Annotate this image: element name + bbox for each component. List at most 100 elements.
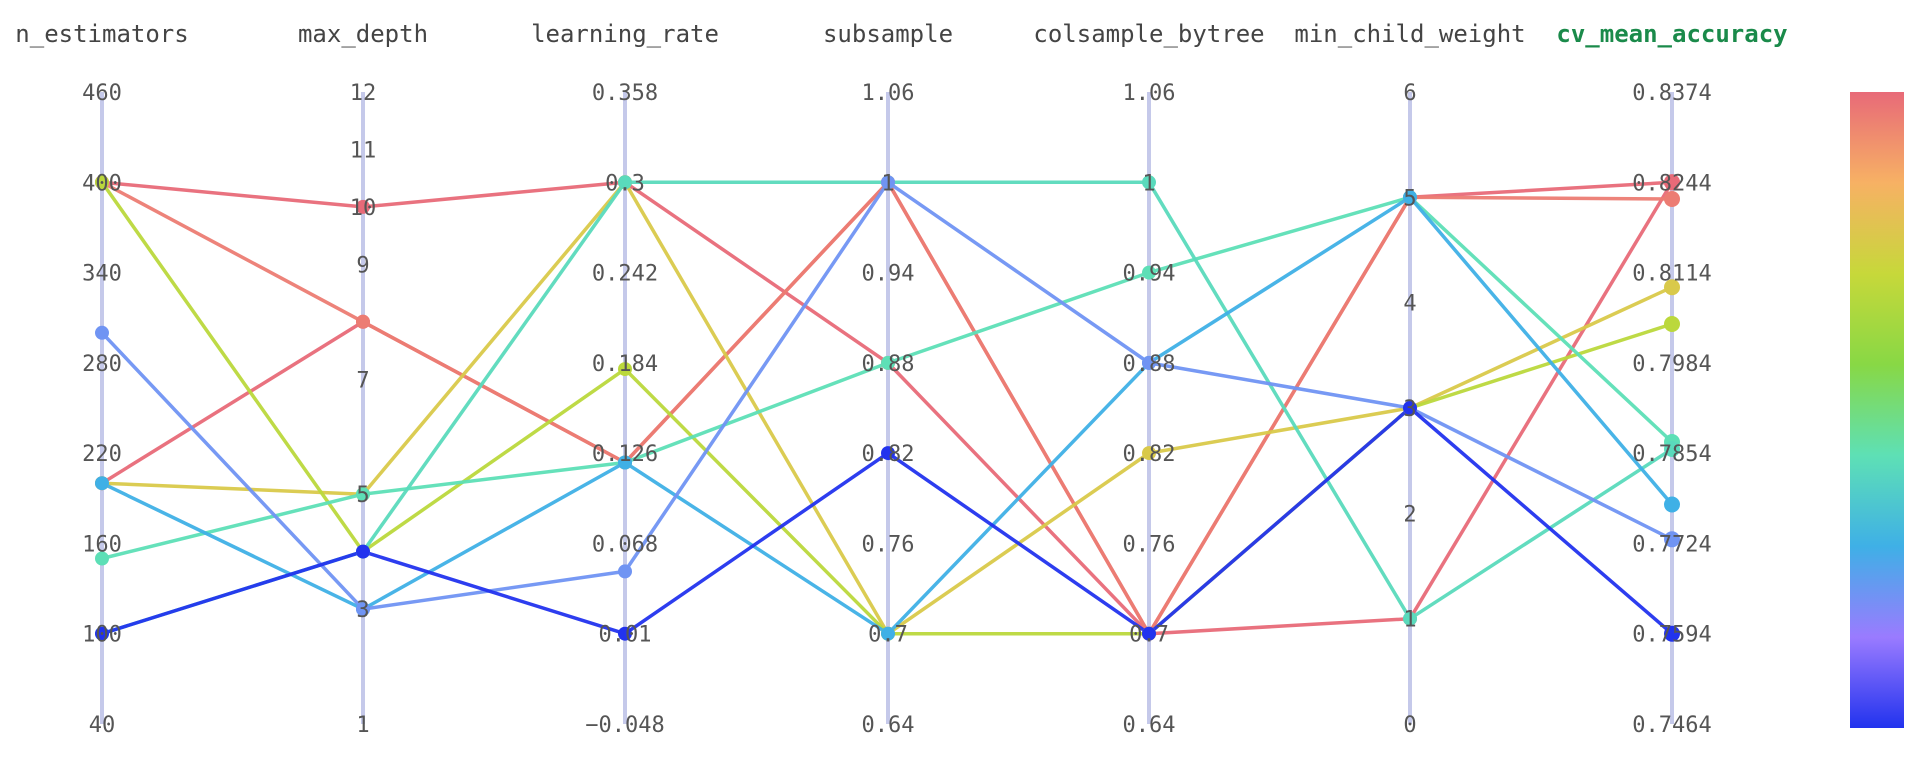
tick-label-n_estimators-7: 40: [89, 713, 116, 738]
tick-label-max_depth-5: 5: [356, 483, 369, 508]
tick-label-learning_rate-3: 0.184: [592, 352, 658, 377]
data-point-10-colsample_bytree: [1142, 626, 1156, 641]
tick-label-min_child_weight-5: 1: [1403, 608, 1416, 633]
data-point-5-cv_mean_accuracy: [1664, 316, 1680, 332]
tick-label-cv_mean_accuracy-2: 0.8114: [1632, 262, 1711, 287]
tick-label-max_depth-2: 10: [350, 196, 377, 221]
data-point-8-min_child_weight: [1403, 190, 1417, 205]
data-point-10-max_depth: [356, 544, 370, 559]
tick-label-subsample-4: 0.82: [862, 442, 915, 467]
axis-title-learning_rate: learning_rate: [531, 20, 719, 48]
tick-label-subsample-3: 0.88: [862, 352, 915, 377]
tick-label-cv_mean_accuracy-5: 0.7724: [1632, 532, 1711, 557]
tick-label-min_child_weight-4: 2: [1403, 502, 1416, 527]
data-point-5-learning_rate: [618, 362, 632, 377]
tick-label-cv_mean_accuracy-7: 0.7464: [1632, 713, 1711, 738]
colorbar: [1850, 92, 1904, 728]
tick-label-colsample_bytree-5: 0.76: [1123, 532, 1176, 557]
data-point-7-cv_mean_accuracy: [1664, 441, 1680, 457]
tick-label-cv_mean_accuracy-4: 0.7854: [1632, 442, 1711, 467]
tick-label-min_child_weight-1: 5: [1403, 186, 1416, 211]
tick-label-n_estimators-0: 460: [82, 81, 122, 106]
tick-label-learning_rate-6: 0.01: [599, 623, 652, 648]
data-point-8-cv_mean_accuracy: [1664, 496, 1680, 513]
axis-title-cv_mean_accuracy: cv_mean_accuracy: [1556, 20, 1787, 48]
tick-label-colsample_bytree-1: 1: [1142, 171, 1155, 196]
data-point-7-min_child_weight: [1403, 611, 1417, 626]
data-point-4-colsample_bytree: [1142, 446, 1156, 461]
data-point-2-cv_mean_accuracy: [1664, 174, 1680, 191]
data-point-5-n_estimators: [95, 175, 109, 190]
tick-label-colsample_bytree-3: 0.88: [1123, 352, 1176, 377]
axis-title-max_depth: max_depth: [298, 20, 428, 48]
tick-label-min_child_weight-2: 4: [1403, 292, 1416, 317]
data-point-10-subsample: [881, 446, 895, 461]
tick-label-max_depth-1: 11: [350, 139, 377, 164]
tick-label-colsample_bytree-7: 0.64: [1123, 713, 1176, 738]
tick-label-learning_rate-4: 0.126: [592, 442, 658, 467]
tick-label-learning_rate-1: 0.3: [605, 171, 645, 196]
data-point-3-max_depth: [356, 314, 370, 329]
tick-label-colsample_bytree-4: 0.82: [1123, 442, 1176, 467]
data-point-9-learning_rate: [618, 564, 632, 579]
tick-label-n_estimators-2: 340: [82, 262, 122, 287]
data-point-9-cv_mean_accuracy: [1664, 531, 1680, 548]
data-point-10-n_estimators: [95, 626, 109, 641]
tick-label-learning_rate-0: 0.358: [592, 81, 658, 106]
data-point-8-subsample: [881, 626, 895, 641]
data-point-6-colsample_bytree: [1142, 265, 1156, 280]
data-point-3-cv_mean_accuracy: [1664, 191, 1680, 207]
labels-layer: n_estimators46040034028022016010040max_d…: [15, 20, 1787, 738]
tick-label-n_estimators-1: 400: [82, 171, 122, 196]
tick-label-learning_rate-7: −0.048: [585, 713, 664, 738]
tick-label-learning_rate-2: 0.242: [592, 262, 658, 287]
tick-label-cv_mean_accuracy-3: 0.7984: [1632, 352, 1711, 377]
tick-label-n_estimators-5: 160: [82, 532, 122, 557]
axes-layer: [100, 92, 1674, 724]
data-point-6-max_depth: [356, 487, 370, 502]
tick-label-max_depth-3: 9: [356, 253, 369, 278]
tick-label-min_child_weight-3: 3: [1403, 397, 1416, 422]
tick-label-n_estimators-4: 220: [82, 442, 122, 467]
data-point-9-n_estimators: [95, 325, 109, 340]
tick-label-learning_rate-5: 0.068: [592, 532, 658, 557]
tick-label-cv_mean_accuracy-6: 0.7594: [1632, 623, 1711, 648]
data-point-9-colsample_bytree: [1142, 355, 1156, 370]
tick-label-subsample-0: 1.06: [862, 81, 915, 106]
tick-label-colsample_bytree-2: 0.94: [1123, 262, 1176, 287]
axis-title-min_child_weight: min_child_weight: [1294, 20, 1525, 48]
tick-label-cv_mean_accuracy-1: 0.8244: [1632, 171, 1711, 196]
tick-label-max_depth-0: 12: [350, 81, 377, 106]
data-point-4-cv_mean_accuracy: [1664, 279, 1680, 296]
data-point-9-subsample: [881, 175, 895, 190]
data-point-6-subsample: [881, 355, 895, 370]
data-point-1-max_depth: [356, 199, 370, 214]
tick-label-colsample_bytree-6: 0.7: [1129, 623, 1169, 648]
data-point-8-learning_rate: [618, 455, 632, 470]
tick-label-max_depth-6: 3: [356, 598, 369, 623]
tick-label-subsample-2: 0.94: [862, 262, 915, 287]
data-point-7-learning_rate: [618, 175, 632, 190]
tick-label-colsample_bytree-0: 1.06: [1123, 81, 1176, 106]
tick-label-min_child_weight-6: 0: [1403, 713, 1416, 738]
tick-label-subsample-6: 0.7: [868, 623, 908, 648]
tick-label-subsample-5: 0.76: [862, 532, 915, 557]
tick-label-max_depth-7: 1: [356, 713, 369, 738]
data-point-9-max_depth: [356, 602, 370, 617]
data-point-7-colsample_bytree: [1142, 175, 1156, 190]
data-point-10-learning_rate: [618, 626, 632, 641]
tick-label-n_estimators-3: 280: [82, 352, 122, 377]
tick-label-cv_mean_accuracy-0: 0.8374: [1632, 81, 1711, 106]
data-point-10-cv_mean_accuracy: [1664, 625, 1680, 642]
markers-layer: [95, 174, 1680, 642]
data-point-10-min_child_weight: [1403, 401, 1417, 415]
axis-title-subsample: subsample: [823, 20, 953, 48]
tick-label-subsample-7: 0.64: [862, 713, 915, 738]
tick-label-subsample-1: 1: [881, 171, 894, 196]
data-point-6-n_estimators: [95, 551, 109, 566]
tick-label-max_depth-4: 7: [356, 368, 369, 393]
axis-title-colsample_bytree: colsample_bytree: [1033, 20, 1264, 48]
data-point-8-n_estimators: [95, 476, 109, 491]
